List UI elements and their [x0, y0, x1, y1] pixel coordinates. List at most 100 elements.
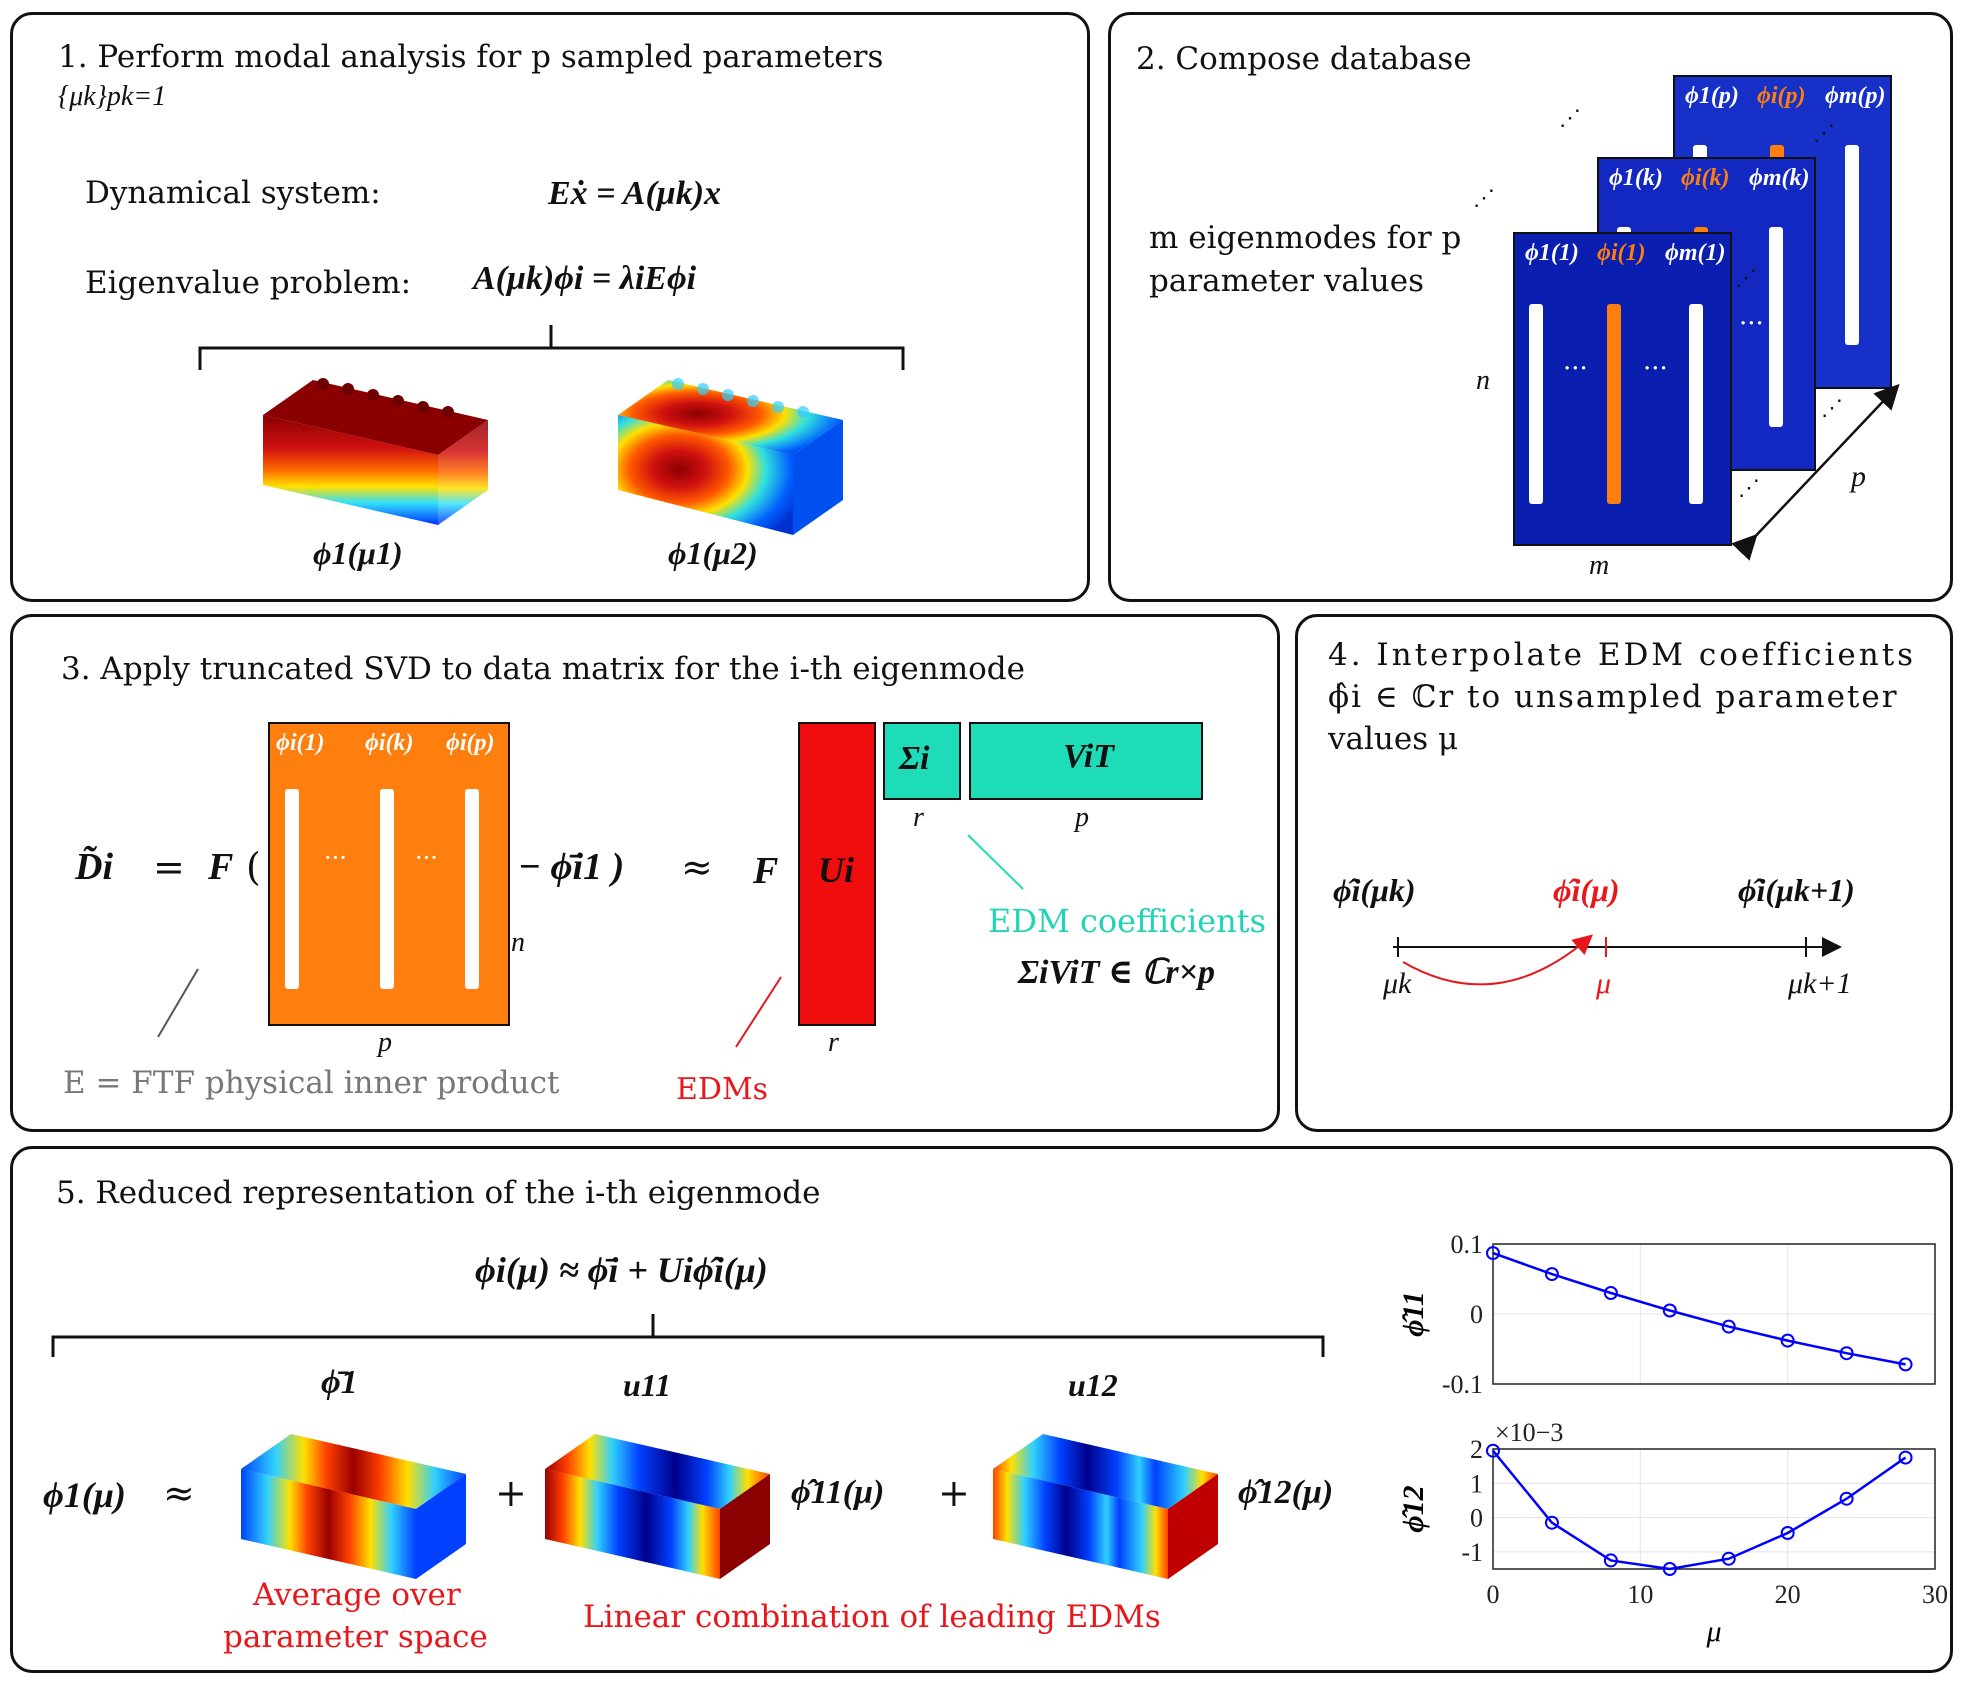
y-tick-label: 1 [1470, 1469, 1483, 1498]
term-mean-label: ϕ̄1 [321, 1364, 358, 1401]
data-point [1603, 1286, 1618, 1300]
u-matrix-r-label: r [828, 1027, 839, 1058]
panel2-m-label: m [1589, 550, 1610, 581]
slice-k-col-i: ϕi(k) [1681, 165, 1730, 191]
slice-1-col1: ϕ1(1) [1525, 240, 1579, 266]
dyn-system-equation: Eẋ = A(μk)x [548, 175, 722, 212]
x-tick-label: 0 [1487, 1580, 1500, 1609]
data-matrix-bar-1 [285, 789, 299, 989]
slice-p-col-m: ϕm(p) [1825, 83, 1886, 109]
sigma-matrix-label: Σi [899, 740, 930, 777]
term-u12-label: u12 [1068, 1367, 1118, 1403]
y-axis-label: ϕ̂12 [1397, 1485, 1430, 1532]
slice-p-bar-m [1845, 145, 1859, 345]
panel-modal-analysis: 1. Perform modal analysis for p sampled … [10, 12, 1090, 602]
panel3-title: 3. Apply truncated SVD to data matrix fo… [61, 651, 1025, 687]
average-caption-line2: parameter space [223, 1619, 488, 1655]
data-matrix-col1: ϕi(1) [276, 730, 325, 756]
mode-shape-2-label: ϕ1(μ2) [668, 535, 758, 571]
data-point [1780, 1333, 1795, 1348]
data-point [1544, 1515, 1559, 1530]
data-point [1486, 1246, 1500, 1261]
y-tick-label: 2 [1470, 1435, 1483, 1464]
data-point [1839, 1491, 1854, 1506]
svd-F: F [208, 846, 234, 888]
data-matrix-n-label: n [511, 927, 525, 958]
data-matrix-dots-2: ··· [415, 844, 438, 872]
vt-matrix: ViT [969, 722, 1203, 800]
panel4-title-line3: values μ [1328, 721, 1459, 757]
data-matrix-dots-1: ··· [324, 844, 347, 872]
slice-k-col1: ϕ1(k) [1609, 165, 1663, 191]
y-tick-label: 0 [1470, 1300, 1483, 1329]
data-matrix-p-label: p [378, 1027, 392, 1058]
data-matrix-bar-p [465, 789, 479, 989]
slice-1-bar-1 [1529, 304, 1543, 504]
x-tick-label: 20 [1775, 1580, 1801, 1609]
svg-text:⋰: ⋰ [1559, 105, 1581, 130]
slice-k-dots: ··· [1739, 309, 1764, 339]
panel5-bracket [51, 1314, 1325, 1357]
coef11-label: ϕ̂11(μ) [791, 1474, 885, 1511]
svg-text:⋰: ⋰ [1821, 395, 1843, 420]
y-tick-label: 0 [1470, 1504, 1483, 1533]
interp-left-value: ϕ̂i(μk) [1333, 872, 1416, 908]
plus-sign-2: + [938, 1471, 970, 1515]
panel4-title-line1: 4. Interpolate EDM coefficients [1328, 637, 1917, 673]
edm-coefficients-eq: ΣiViT ∈ ℂr×p [1018, 954, 1216, 991]
data-matrix-colk: ϕi(k) [365, 730, 414, 756]
y-axis-label: ϕ̂11 [1397, 1291, 1430, 1337]
inner-product-label: E = FTF physical inner product [63, 1065, 560, 1101]
coef12-label: ϕ̂12(μ) [1238, 1474, 1334, 1511]
data-matrix-colp: ϕi(p) [446, 730, 495, 756]
y-tick-label: -1 [1461, 1538, 1483, 1567]
data-point [1898, 1450, 1913, 1465]
y-tick-label: -0.1 [1442, 1370, 1483, 1399]
depth-arrow: ⋰ ⋰ ⋰ ⋰ ⋰ ⋰ [1473, 105, 1900, 561]
slice-k-col-m: ϕm(k) [1749, 165, 1810, 191]
dyn-system-label: Dynamical system: [85, 175, 381, 211]
svg-text:⋰: ⋰ [1738, 475, 1760, 500]
average-caption-line1: Average over [253, 1577, 461, 1613]
slice-1-bar-m [1689, 304, 1703, 504]
slice-1-bar-i [1607, 304, 1621, 504]
svd-minus-mean: − ϕ̄i1 ) [518, 846, 625, 888]
data-point [1486, 1443, 1500, 1458]
mode-shape-2-image [618, 378, 843, 535]
u12-mode-image [993, 1434, 1218, 1579]
panel1-title: 1. Perform modal analysis for p sampled … [58, 39, 884, 75]
panel2-desc-line2: parameter values [1149, 263, 1424, 299]
tick-mu-k1: μk+1 [1788, 967, 1852, 1000]
interp-mid-value: ϕ̂i(μ) [1553, 872, 1620, 908]
svg-text:⋰: ⋰ [1735, 265, 1757, 290]
interp-axis [1393, 934, 1842, 986]
panel3-pointer-lines [157, 834, 1024, 1048]
chart-phi11: 0.10-0.1ϕ̂11 [1397, 1230, 1936, 1399]
tick-mu: μ [1596, 967, 1612, 1000]
u11-mode-image [545, 1434, 770, 1579]
vt-matrix-label: ViT [1063, 738, 1115, 775]
lincomb-caption: Linear combination of leading EDMs [583, 1599, 1161, 1635]
slice-p-col1: ϕ1(p) [1685, 83, 1739, 109]
edm-coefficients-label: EDM coefficients [988, 902, 1267, 940]
x-axis-label: μ [1705, 1615, 1721, 1648]
panel-compose-database: 2. Compose database m eigenmodes for p p… [1108, 12, 1953, 602]
panel1-bracket [198, 325, 905, 370]
slice-k-bar-m [1769, 227, 1783, 427]
edms-label: EDMs [676, 1072, 769, 1107]
reduced-lhs: ϕ1(μ) [43, 1475, 126, 1515]
eig-problem-equation: A(μk)ϕi = λiEϕi [473, 260, 697, 297]
tick-mu-k: μk [1383, 967, 1412, 1000]
database-slice-1: ϕ1(1) ϕi(1) ϕm(1) ··· ··· [1513, 232, 1732, 546]
mode-shape-1-label: ϕ1(μ1) [313, 535, 403, 571]
data-point [1603, 1553, 1618, 1568]
panel-truncated-svd: 3. Apply truncated SVD to data matrix fo… [10, 614, 1280, 1132]
x-tick-label: 30 [1922, 1580, 1948, 1609]
mode-shape-1-image [263, 378, 488, 525]
series-line [1492, 1251, 1906, 1366]
eig-problem-label: Eigenvalue problem: [85, 265, 412, 301]
slice-1-dots-right: ··· [1643, 354, 1668, 384]
svd-F2: F [753, 850, 779, 892]
reduced-approx: ≈ [163, 1471, 195, 1515]
